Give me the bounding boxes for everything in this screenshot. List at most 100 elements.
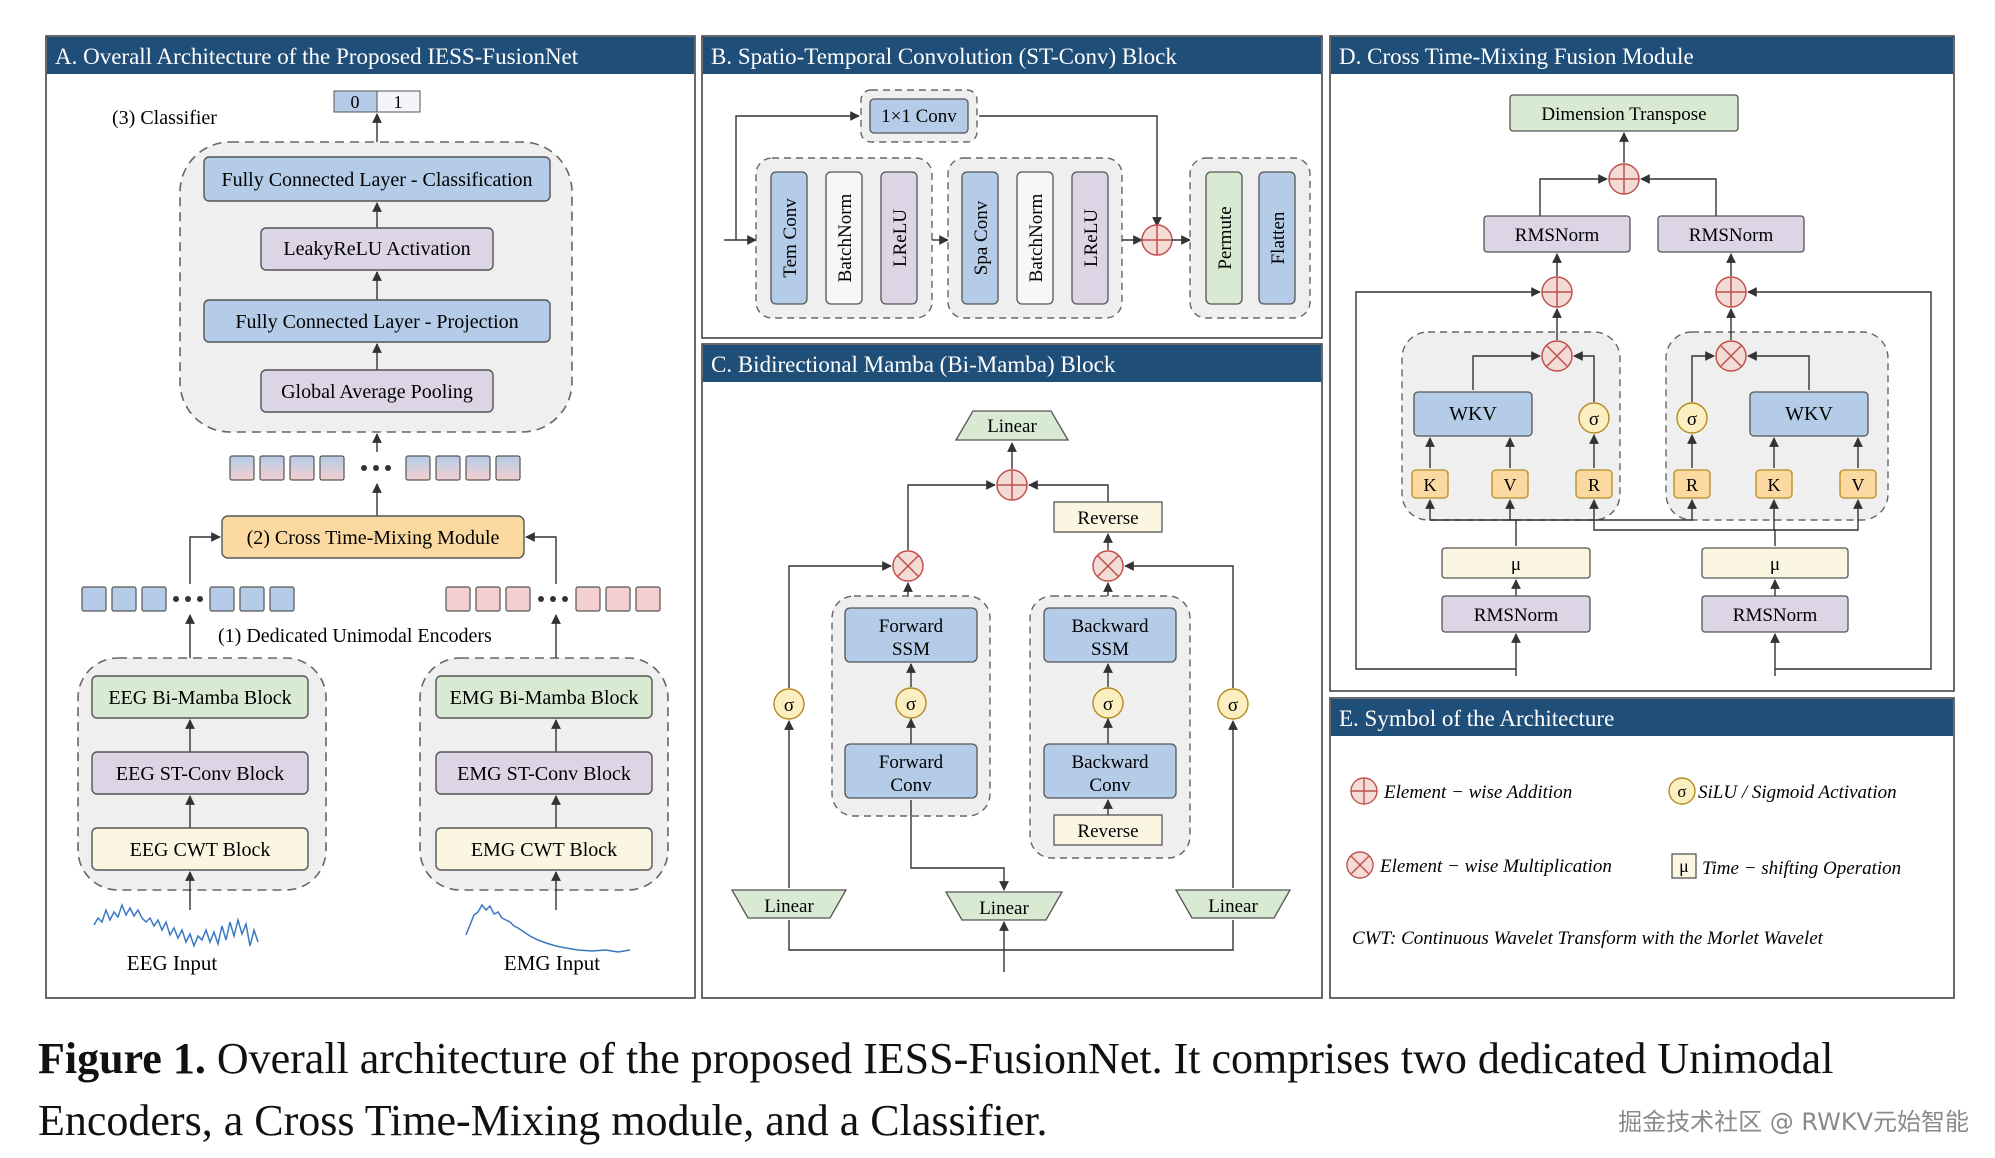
mu-right-label: μ bbox=[1770, 554, 1780, 575]
mul-symbol-c-right bbox=[1092, 550, 1124, 582]
linear-top-label: Linear bbox=[987, 416, 1037, 437]
eeg-mamba-label: EEG Bi-Mamba Block bbox=[108, 687, 291, 709]
caption-label: Figure 1. bbox=[38, 1034, 206, 1083]
mul-symbol-d-left bbox=[1541, 340, 1573, 372]
v-left-label: V bbox=[1504, 475, 1517, 495]
output-bit-1-label: 1 bbox=[394, 92, 403, 112]
emg-cwt-label: EMG CWT Block bbox=[471, 839, 617, 861]
linear-right-box bbox=[1174, 889, 1292, 919]
sigma-d-left bbox=[1578, 402, 1610, 434]
sigma-left-label: σ bbox=[784, 695, 794, 716]
leakyrelu-label: LeakyReLU Activation bbox=[283, 238, 470, 260]
backward-conv-label-2: Conv bbox=[1089, 775, 1131, 796]
classifier-group bbox=[179, 141, 573, 433]
eeg-cwt-label: EEG CWT Block bbox=[130, 839, 271, 861]
sigma-d-right bbox=[1676, 402, 1708, 434]
figure-caption: Figure 1. Overall architecture of the pr… bbox=[38, 1028, 1958, 1152]
reverse-top-box bbox=[1053, 501, 1163, 533]
linear-top-box bbox=[954, 410, 1070, 441]
lrelu1-label: LReLU bbox=[890, 209, 911, 267]
panel-c-title: C. Bidirectional Mamba (Bi-Mamba) Block bbox=[711, 352, 1116, 377]
tem-conv-label: Tem Conv bbox=[780, 198, 801, 278]
v-left-box bbox=[1491, 469, 1529, 499]
r-left-box bbox=[1575, 469, 1613, 499]
panel-e-frame bbox=[1329, 697, 1955, 999]
legend-add-label: Element − wise Addition bbox=[1383, 782, 1572, 803]
legend-mul-label: Element − wise Multiplication bbox=[1379, 856, 1612, 877]
dim-transpose-box bbox=[1509, 94, 1739, 132]
conv1x1-box bbox=[869, 98, 969, 134]
rmsnorm-top-right-label: RMSNorm bbox=[1689, 225, 1774, 246]
backward-ssm-label-1: Backward bbox=[1071, 616, 1149, 637]
legend-mu-symbol: μ bbox=[1679, 856, 1689, 876]
eeg-waveform bbox=[93, 902, 259, 949]
gap-box bbox=[260, 369, 494, 413]
mu-symbol-legend bbox=[1671, 853, 1697, 879]
fused-tokens bbox=[229, 455, 521, 481]
emg-cwt-box bbox=[435, 827, 653, 871]
sigma-symbol-left bbox=[773, 688, 805, 720]
wkv-right-label: WKV bbox=[1785, 403, 1833, 425]
emg-tokens bbox=[445, 586, 661, 612]
forward-ssm-box bbox=[844, 607, 978, 663]
rmsnorm-bottom-left-label: RMSNorm bbox=[1474, 605, 1559, 626]
rmsnorm-top-left bbox=[1483, 215, 1631, 253]
emg-stconv-box bbox=[435, 751, 653, 795]
sigma-symbol-right bbox=[1217, 688, 1249, 720]
sigma-backward-label: σ bbox=[1103, 694, 1113, 715]
classifier-label: (3) Classifier bbox=[112, 107, 217, 129]
emg-mamba-box bbox=[435, 675, 653, 719]
legend-silu-label: SiLU / Sigmoid Activation bbox=[1698, 782, 1897, 803]
panel-a-frame bbox=[45, 35, 696, 999]
add-symbol-c bbox=[996, 469, 1028, 501]
fc-projection-label: Fully Connected Layer - Projection bbox=[235, 311, 518, 333]
rmsnorm-top-left-label: RMSNorm bbox=[1515, 225, 1600, 246]
batchnorm2-label: BatchNorm bbox=[1026, 193, 1047, 282]
linear-mid-box bbox=[944, 891, 1064, 921]
wkv-left-label: WKV bbox=[1449, 403, 1497, 425]
rmsnorm-top-right bbox=[1657, 215, 1805, 253]
eeg-input-label: EEG Input bbox=[127, 951, 218, 975]
conv1x1-label: 1×1 Conv bbox=[881, 106, 957, 127]
r-left-label: R bbox=[1588, 475, 1600, 495]
panel-c-title-bar bbox=[703, 345, 1321, 382]
rmsnorm-bottom-left bbox=[1441, 595, 1591, 633]
spa-conv-label: Spa Conv bbox=[971, 200, 992, 275]
add-symbol-d-right bbox=[1715, 276, 1747, 308]
add-symbol-legend bbox=[1350, 777, 1378, 805]
linear-right-label: Linear bbox=[1208, 896, 1258, 917]
panel-b-title: B. Spatio-Temporal Convolution (ST-Conv)… bbox=[711, 44, 1177, 69]
forward-ssm-label-2: SSM bbox=[892, 639, 930, 660]
mul-symbol-legend bbox=[1346, 851, 1374, 879]
eeg-stconv-label: EEG ST-Conv Block bbox=[116, 763, 284, 785]
panel-b-frame bbox=[701, 35, 1323, 339]
emg-input-label: EMG Input bbox=[504, 951, 600, 975]
encoders-label: (1) Dedicated Unimodal Encoders bbox=[218, 625, 492, 647]
k-left-box bbox=[1411, 469, 1449, 499]
panel-e-title: E. Symbol of the Architecture bbox=[1339, 706, 1614, 731]
k-left-label: K bbox=[1424, 475, 1437, 495]
fc-projection-box bbox=[203, 299, 551, 343]
mu-left-box bbox=[1441, 547, 1591, 579]
rmsnorm-bottom-right-label: RMSNorm bbox=[1733, 605, 1818, 626]
watermark: 掘金技术社区 @ RWKV元始智能 bbox=[1618, 1108, 1969, 1136]
legend-sigma-symbol: σ bbox=[1677, 782, 1686, 801]
k-right-box bbox=[1755, 469, 1793, 499]
linear-left-box bbox=[730, 889, 848, 919]
forward-conv-label-1: Forward bbox=[879, 752, 944, 773]
panel-d-frame bbox=[1329, 35, 1955, 692]
output-bit-0-label: 0 bbox=[351, 92, 360, 112]
panel-a-title-bar bbox=[47, 37, 694, 74]
caption-text: Overall architecture of the proposed IES… bbox=[38, 1034, 1834, 1145]
linear-mid-label: Linear bbox=[979, 898, 1029, 919]
forward-conv-label-2: Conv bbox=[890, 775, 932, 796]
sigma-right-label: σ bbox=[1228, 695, 1238, 716]
wkv-right-box bbox=[1749, 391, 1869, 437]
architecture-figure: A. Overall Architecture of the Proposed … bbox=[45, 35, 1955, 999]
panel-d-title: D. Cross Time-Mixing Fusion Module bbox=[1339, 44, 1694, 69]
forward-conv-box bbox=[844, 743, 978, 799]
sigma-d-right-label: σ bbox=[1687, 409, 1697, 430]
linear-left-label: Linear bbox=[764, 896, 814, 917]
add-symbol-d-top bbox=[1608, 163, 1640, 195]
v-right-box bbox=[1839, 469, 1877, 499]
